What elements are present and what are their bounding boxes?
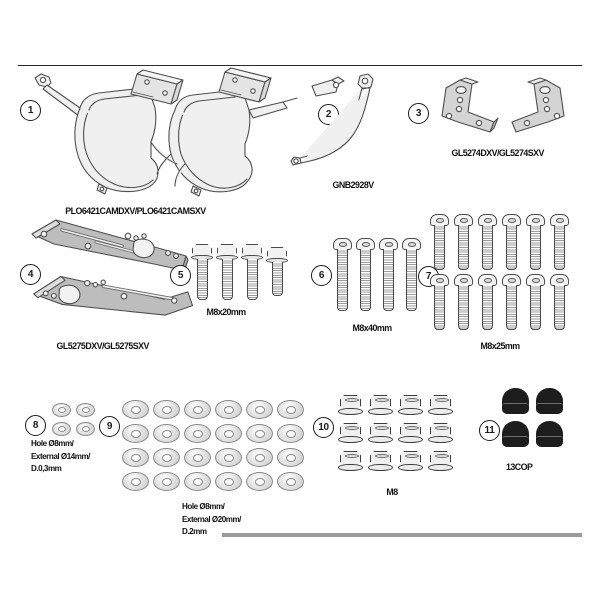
part-art-m8x25-bolts — [430, 214, 580, 330]
badge-item-2: 2 — [318, 104, 339, 125]
caption-item-7: M8x25mm — [480, 341, 521, 352]
part-art-l-brackets — [432, 77, 565, 140]
caption-item-10: M8 — [386, 487, 399, 498]
spec-item-9-line-3: D.2mm — [182, 526, 207, 536]
spec-item-8-line-2: External Ø14mm/ — [31, 450, 90, 461]
spec-item-9-line-1: Hole Ø8mm/ — [182, 501, 225, 511]
top-divider-rule — [18, 65, 582, 66]
spec-item-8-line-3: D.0,3mm — [31, 463, 62, 473]
bottom-gray-bar — [222, 533, 582, 537]
spec-item-8: Hole Ø8mm/ External Ø14mm/ D.0,3mm — [31, 437, 90, 475]
badge-item-6: 6 — [311, 265, 332, 286]
caption-item-5: M8x20mm — [206, 307, 247, 318]
badge-item-3: 3 — [408, 103, 429, 124]
caption-item-4: GL5275DXV/GL5275SXV — [56, 341, 149, 352]
badge-item-10: 10 — [313, 417, 334, 438]
caption-item-1: PLO6421CAMDXV/PLO6421CAMSXV — [65, 206, 206, 217]
part-art-m8x40-bolts — [333, 238, 421, 316]
part-art-mounting-plates — [26, 212, 196, 337]
spec-item-8-line-1: Hole Ø8mm/ — [31, 438, 74, 448]
badge-item-5: 5 — [170, 265, 191, 286]
part-art-hex-bolts — [191, 244, 288, 306]
part-art-tubular-racks — [25, 67, 315, 203]
part-art-flange-nuts — [338, 395, 458, 480]
badge-item-9: 9 — [99, 416, 120, 437]
part-art-flat-washers — [122, 400, 307, 505]
part-art-shim-washers — [52, 403, 104, 439]
part-art-stay-bracket — [288, 70, 413, 180]
badge-item-4: 4 — [20, 264, 41, 285]
badge-item-11: 11 — [479, 420, 500, 441]
caption-item-2: GNB2928V — [332, 180, 375, 191]
spec-item-9-line-2: External Ø20mm/ — [182, 513, 241, 524]
badge-item-8: 8 — [25, 415, 46, 436]
part-art-dome-caps — [502, 388, 572, 454]
caption-item-3: GL5274DXV/GL5274SXV — [451, 148, 544, 159]
badge-item-1: 1 — [20, 100, 41, 121]
spec-item-9: Hole Ø8mm/ External Ø20mm/ D.2mm — [182, 500, 241, 538]
caption-item-6: M8x40mm — [352, 323, 393, 334]
caption-item-11: 13COP — [505, 462, 533, 473]
